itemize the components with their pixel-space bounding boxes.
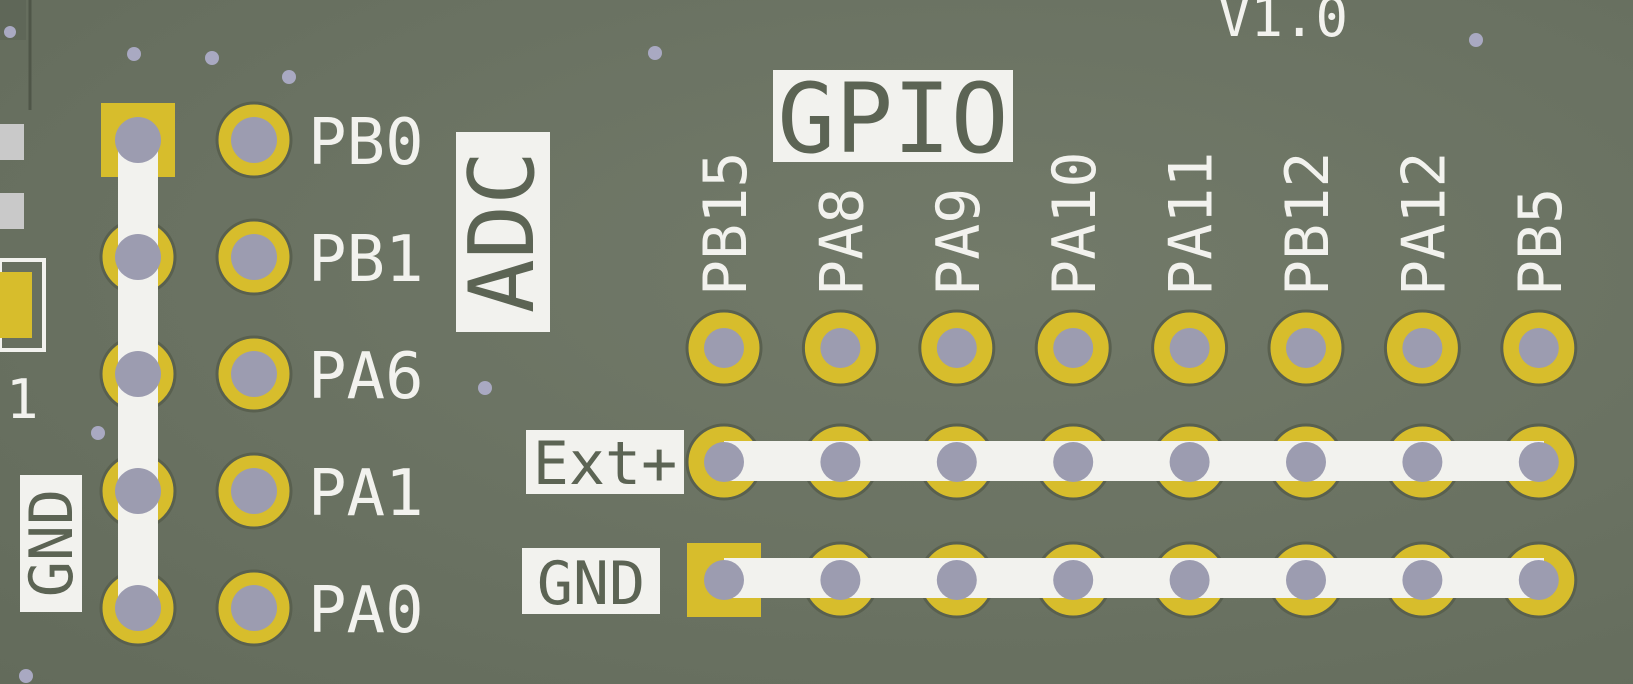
- adc-gnd-label-box: [20, 475, 82, 612]
- gpio-pin-label: PA8: [807, 188, 877, 296]
- adc-label: ADC: [450, 151, 555, 314]
- gpio-gnd-drill: [1169, 560, 1210, 600]
- gpio-signal-drill: [1169, 328, 1210, 368]
- adc-signal-drill: [231, 351, 277, 397]
- version-label: V1.0: [1218, 0, 1348, 49]
- gpio-gnd-drill: [704, 560, 744, 600]
- adc-label-box: [456, 132, 550, 332]
- adc-gnd-drill: [115, 585, 161, 631]
- ext-drill: [1169, 442, 1210, 482]
- ext-drill: [1518, 442, 1559, 482]
- ext-drill: [820, 442, 861, 482]
- gpio-signal-drill: [936, 328, 977, 368]
- gpio-pin-label: PA9: [924, 188, 994, 296]
- gpio-label: GPIO: [777, 63, 1008, 175]
- gpio-pin-label: PA12: [1389, 152, 1459, 297]
- adc-pin-label: PA1: [308, 457, 424, 531]
- adc-signal-drill: [231, 585, 277, 631]
- gpio-gnd-drill: [1402, 560, 1443, 600]
- ext-drill: [1286, 442, 1326, 482]
- adc-pin-label: PA6: [308, 340, 424, 414]
- adc-pin-label: PB0: [308, 106, 424, 180]
- ext-label: Ext+: [533, 429, 678, 499]
- ext-label-box: [526, 430, 684, 494]
- gpio-signal-drill: [704, 328, 744, 368]
- gpio-gnd-drill: [1286, 560, 1326, 600]
- gpio-pin-labels: PB15 PA8 PA9 PA10 PA11 PB12 PA12 PB5: [691, 152, 1576, 297]
- pin1-marker: 1: [6, 368, 39, 431]
- gpio-label-box: [773, 70, 1013, 162]
- gpio-pin-label: PA10: [1040, 152, 1110, 297]
- gpio-pin-label: PB15: [691, 152, 761, 297]
- gpio-gnd-drill: [936, 560, 977, 600]
- adc-pin-label: PB1: [308, 223, 424, 297]
- ext-drill: [704, 442, 744, 482]
- gpio-gnd-drill: [1053, 560, 1094, 600]
- gpio-gnd-drill: [1518, 560, 1559, 600]
- gpio-signal-drill: [1518, 328, 1559, 368]
- ext-drill: [936, 442, 977, 482]
- adc-gnd-drill: [115, 468, 161, 514]
- left-edge-components: 1: [0, 0, 46, 431]
- ext-drill: [1053, 442, 1094, 482]
- adc-signal-drill: [231, 468, 277, 514]
- gpio-pin-label: PB5: [1506, 188, 1576, 296]
- gpio-pin-label: PB12: [1273, 152, 1343, 297]
- adc-signal-pads: [215, 101, 293, 647]
- gpio-gnd-label-box: [522, 548, 660, 614]
- gpio-signal-drill: [1286, 328, 1326, 368]
- adc-gnd-drill: [115, 117, 161, 163]
- adc-gnd-drill: [115, 351, 161, 397]
- ext-drill: [1402, 442, 1443, 482]
- gpio-gnd-drill: [820, 560, 861, 600]
- gpio-signal-drill: [1053, 328, 1094, 368]
- vias: [4, 26, 1483, 683]
- gpio-signal-drill: [820, 328, 861, 368]
- gpio-pin-label: PA11: [1157, 152, 1227, 297]
- gpio-signal-drill: [1402, 328, 1443, 368]
- adc-gnd-label: GND: [17, 489, 87, 597]
- gpio-gnd-label: GND: [537, 549, 645, 619]
- adc-signal-drill: [231, 234, 277, 280]
- adc-pin-label: PA0: [308, 574, 424, 648]
- adc-gnd-drill: [115, 234, 161, 280]
- adc-signal-drill: [231, 117, 277, 163]
